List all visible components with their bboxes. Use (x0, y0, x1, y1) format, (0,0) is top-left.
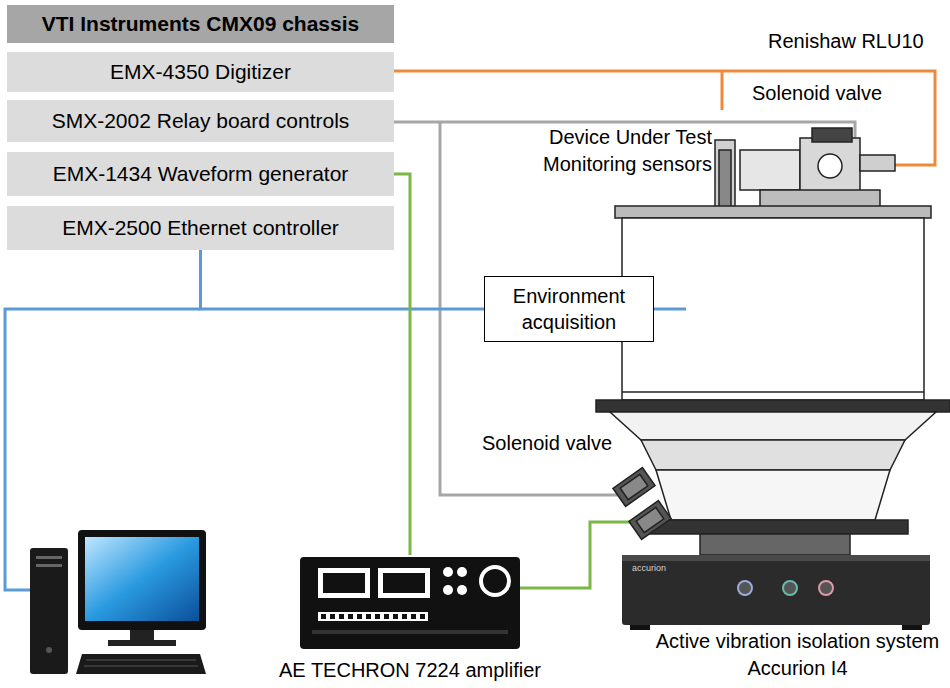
part-label: Active vibration isolation system Accuri… (650, 628, 945, 682)
solenoid-valve (613, 468, 655, 507)
node-label: EMX-1434 Waveform generator (47, 160, 355, 188)
part-label: Renishaw RLU10 (768, 28, 948, 55)
chassis-box: VTI Instruments CMX09 chassisEMX-4350 Di… (7, 5, 394, 250)
brand-mark: accurion (632, 563, 712, 574)
amplifier-node: AE TECHRON 7224 amplifier (270, 555, 550, 682)
chassis-title: VTI Instruments CMX09 chassis (7, 5, 394, 43)
signal-connector (394, 174, 410, 555)
module-box: EMX-1434 Waveform generator (7, 152, 394, 196)
signal-connector (201, 250, 485, 309)
computer-icon (30, 530, 206, 674)
part-label: Solenoid valve (482, 430, 622, 457)
module-box: EMX-2500 Ethernet controller (7, 206, 394, 250)
node-label: SMX-2002 Relay board controls (46, 107, 356, 135)
amplifier-icon (300, 557, 520, 649)
node-label: AE TECHRON 7224 amplifier (277, 659, 543, 682)
node-label: Environment acquisition (493, 283, 645, 335)
sensor-bus-wire (654, 308, 686, 311)
part-label: Device Under Test Monitoring sensors (512, 124, 712, 178)
sensor-wire (721, 71, 724, 110)
module-box: EMX-4350 Digitizer (7, 52, 394, 92)
signal-wires (394, 71, 935, 588)
node-label: EMX-4350 Digitizer (104, 58, 297, 86)
part-label: Solenoid valve (752, 80, 902, 107)
node-label: EMX-2500 Ethernet controller (56, 214, 345, 242)
module-box: SMX-2002 Relay board controls (7, 100, 394, 142)
ethernet-wire (5, 309, 201, 590)
solenoid-valve (629, 501, 671, 540)
isolation-platform (622, 555, 930, 630)
process-box: Environment acquisition (484, 276, 654, 342)
